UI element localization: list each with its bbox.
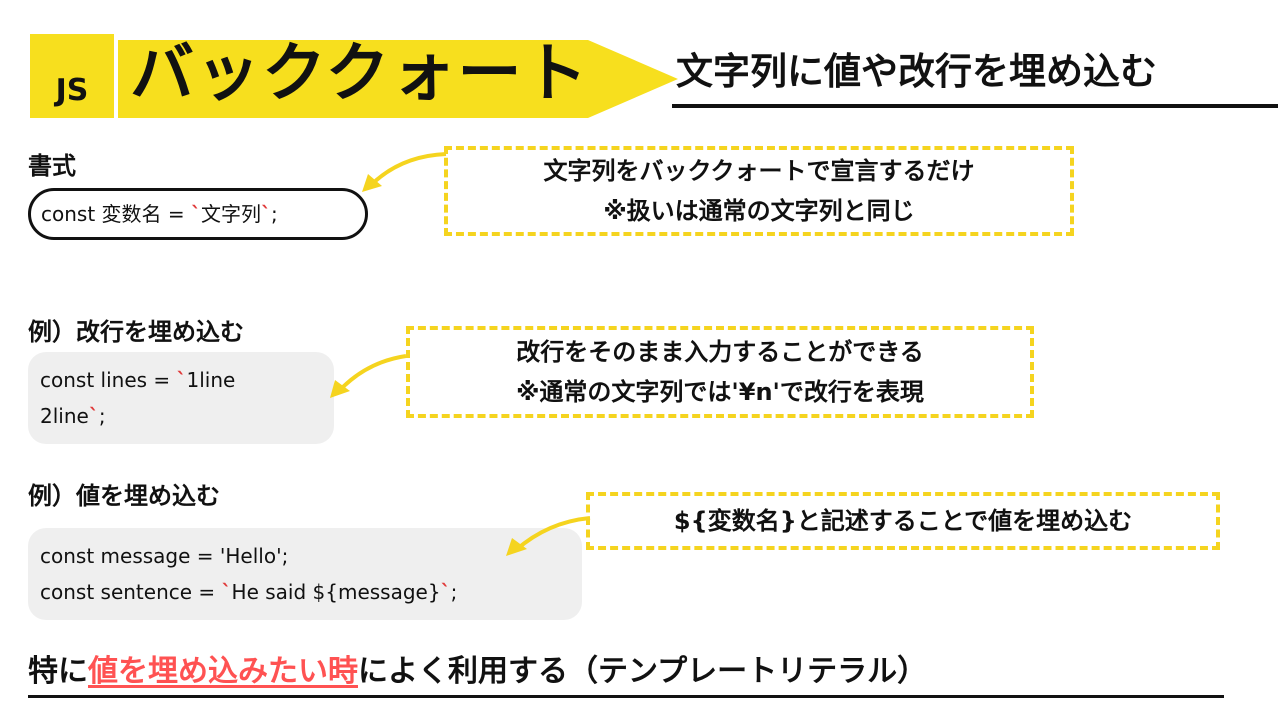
- summary-prefix: 特に: [28, 654, 88, 689]
- backtick-open: `: [191, 202, 201, 226]
- backtick-close: `: [261, 202, 271, 226]
- callout3-arrow-icon: [506, 516, 591, 556]
- backtick-close: `: [88, 404, 99, 428]
- format-code: const 変数名 = `文字列`;: [41, 196, 278, 232]
- example2-suffix: ;: [450, 580, 458, 604]
- callout-format-note: 文字列をバッククォートで宣言するだけ ※扱いは通常の文字列と同じ: [444, 146, 1074, 236]
- summary-suffix: によく利用する（テンプレートリテラル）: [358, 654, 928, 689]
- format-label: 書式: [28, 152, 76, 180]
- example2-label: 例）値を埋め込む: [28, 482, 220, 510]
- format-code-value: 文字列: [201, 202, 261, 226]
- callout-newline-note: 改行をそのまま入力することができる ※通常の文字列では'¥n'で改行を表現: [406, 326, 1034, 418]
- example2-prefix: const sentence =: [40, 580, 222, 604]
- backtick-open: `: [176, 368, 187, 392]
- callout-interpolation-note: ${変数名}と記述することで値を埋め込む: [586, 492, 1220, 550]
- example1-line1-value: 1line: [186, 368, 236, 392]
- callout1-line1: 文字列をバッククォートで宣言するだけ: [543, 157, 975, 185]
- example2-code-line2: const sentence = `He said ${message}`;: [40, 574, 570, 610]
- example1-code-line2: 2line`;: [40, 398, 322, 434]
- js-logo-badge: JS: [30, 34, 114, 118]
- callout2-line1: 改行をそのまま入力することができる: [516, 338, 924, 366]
- backtick-open: `: [221, 580, 232, 604]
- callout3-text: ${変数名}と記述することで値を埋め込む: [673, 507, 1133, 535]
- title-banner: [118, 40, 678, 118]
- callout2-line2: ※通常の文字列では'¥n'で改行を表現: [516, 378, 924, 406]
- backtick-close: `: [440, 580, 451, 604]
- example1-line2-value: 2line: [40, 404, 89, 428]
- js-logo-text: JS: [55, 73, 89, 108]
- summary-line: 特に値を埋め込みたい時によく利用する（テンプレートリテラル）: [28, 648, 927, 696]
- callout1-arrow-icon: [362, 152, 447, 192]
- example1-prefix: const lines =: [40, 368, 177, 392]
- summary-highlight: 値を埋め込みたい時: [88, 654, 358, 689]
- example2-code-box: const message = 'Hello'; const sentence …: [28, 528, 582, 620]
- format-code-suffix: ;: [271, 202, 278, 226]
- example2-code-line1: const message = 'Hello';: [40, 544, 289, 568]
- example1-code-line1: const lines = `1line: [40, 362, 322, 398]
- page-subtitle: 文字列に値や改行を埋め込む: [676, 50, 1157, 93]
- format-code-box: const 変数名 = `文字列`;: [28, 188, 368, 240]
- format-code-prefix: const 変数名 =: [41, 202, 191, 226]
- subtitle-underline: [672, 104, 1278, 108]
- example2-line2-value: He said ${message}: [231, 580, 441, 604]
- callout1-line2: ※扱いは通常の文字列と同じ: [603, 197, 915, 225]
- page-title: バッククォート: [130, 37, 590, 111]
- summary-underline: [28, 695, 1224, 698]
- callout2-arrow-icon: [330, 354, 407, 398]
- example1-suffix: ;: [98, 404, 106, 428]
- example1-label: 例）改行を埋め込む: [28, 318, 244, 346]
- example1-code-box: const lines = `1line 2line`;: [28, 352, 334, 444]
